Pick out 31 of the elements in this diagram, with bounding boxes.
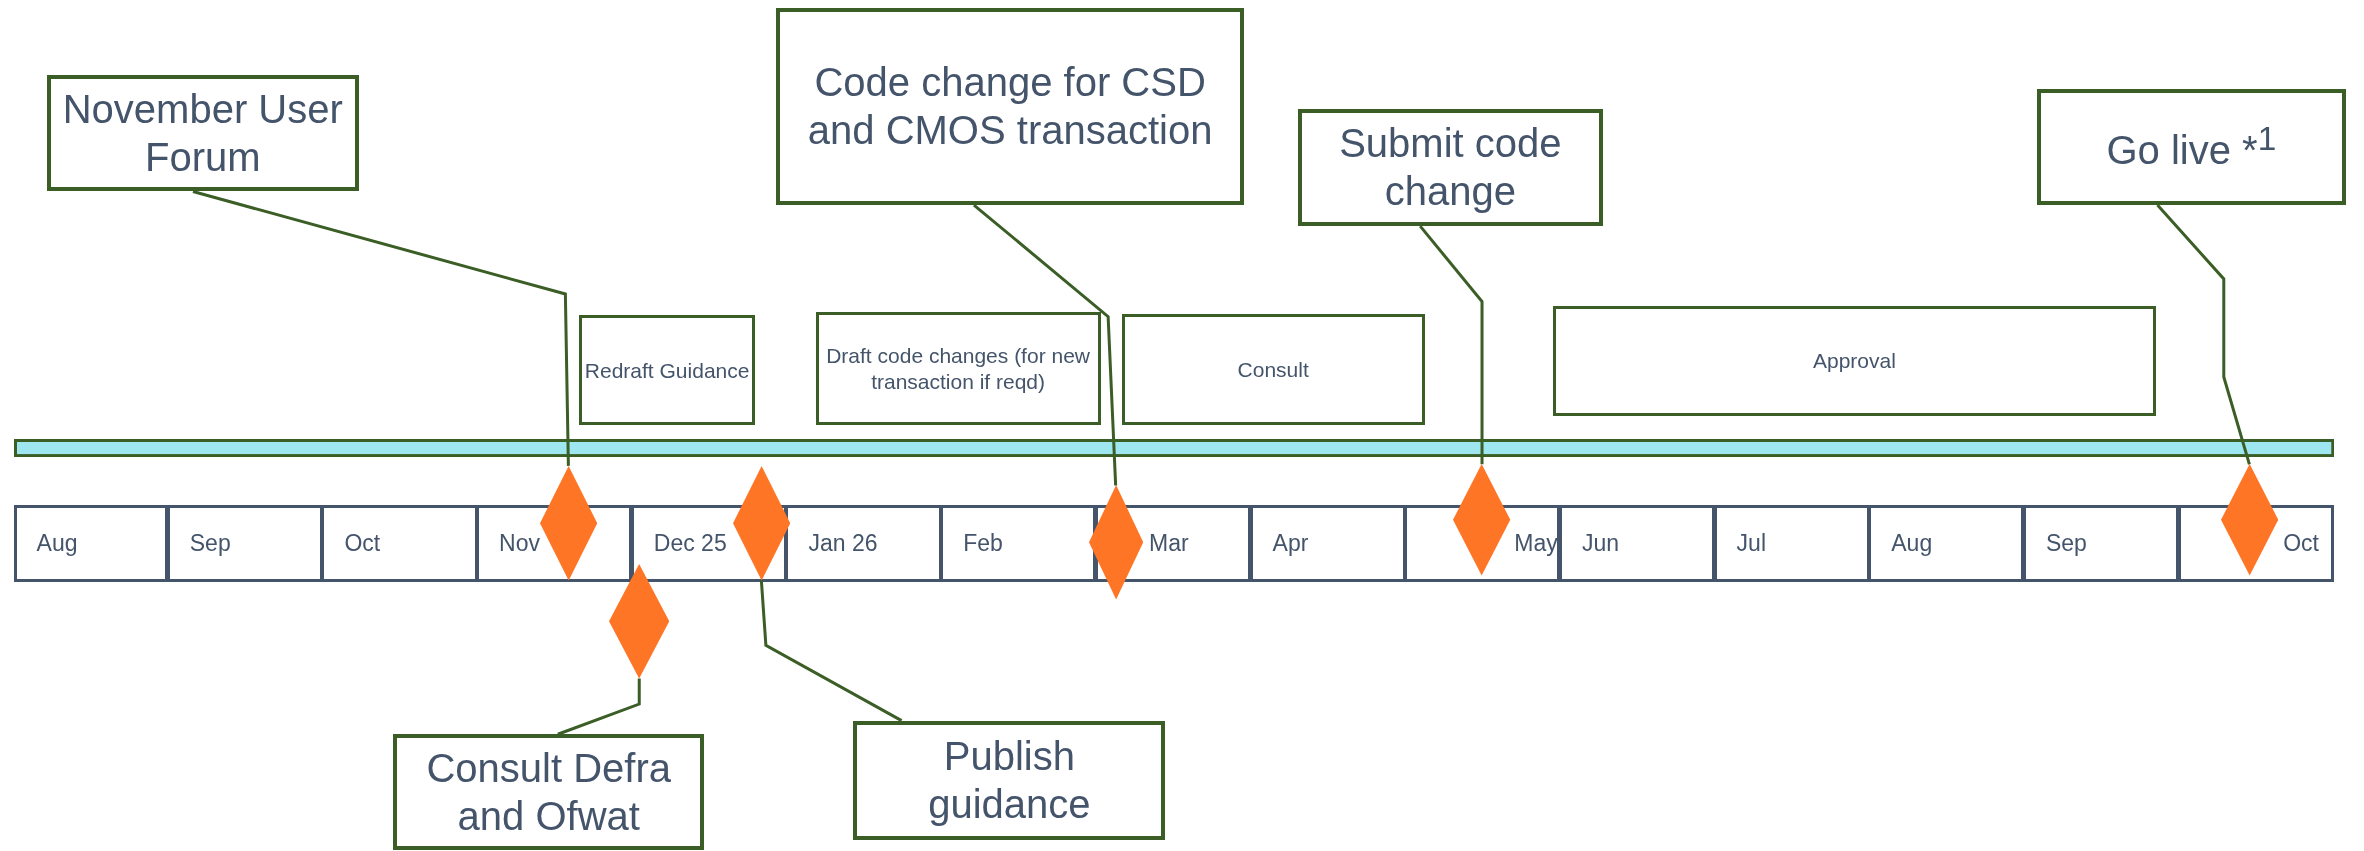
- month-cell: Aug: [1868, 505, 2025, 582]
- leader-line: [557, 678, 641, 736]
- timeline-bar: [13, 438, 2334, 457]
- callout-box: Publish guidance: [853, 720, 1166, 840]
- month-cell: Apr: [1249, 505, 1406, 582]
- month-cell: Jul: [1713, 505, 1870, 582]
- leader-line: [1419, 225, 1484, 465]
- phase-box: Consult: [1121, 313, 1425, 426]
- leader-line: [759, 580, 903, 722]
- callout-box: Code change for CSD and CMOS transaction: [776, 7, 1244, 206]
- leader-line: [2156, 204, 2251, 465]
- month-cell: Aug: [13, 505, 169, 582]
- callout-box: November User Forum: [46, 75, 359, 192]
- callout-box: Consult Defra and Ofwat: [393, 734, 705, 851]
- phase-box: Draft code changes (for new transaction if reqd): [815, 312, 1101, 426]
- month-cell: Oct: [321, 505, 478, 582]
- month-cell: Sep: [166, 505, 323, 582]
- diamond-marker: [539, 465, 597, 581]
- month-cell: Sep: [2022, 505, 2180, 582]
- diamond-marker: [732, 465, 790, 581]
- diamond-marker: [1088, 485, 1143, 601]
- callout-box: Submit code change: [1298, 108, 1603, 227]
- leader-line: [192, 190, 570, 466]
- callout-box: Go live *$^{1}$: [2036, 88, 2346, 205]
- diamond-marker: [609, 563, 670, 679]
- phase-box: Approval: [1552, 306, 2156, 417]
- leader-line: [973, 203, 1118, 486]
- phase-box: Redraft Guidance: [578, 315, 756, 426]
- month-cell: Jun: [1558, 505, 1716, 582]
- diamond-marker: [2220, 464, 2279, 576]
- diamond-marker: [1453, 464, 1511, 576]
